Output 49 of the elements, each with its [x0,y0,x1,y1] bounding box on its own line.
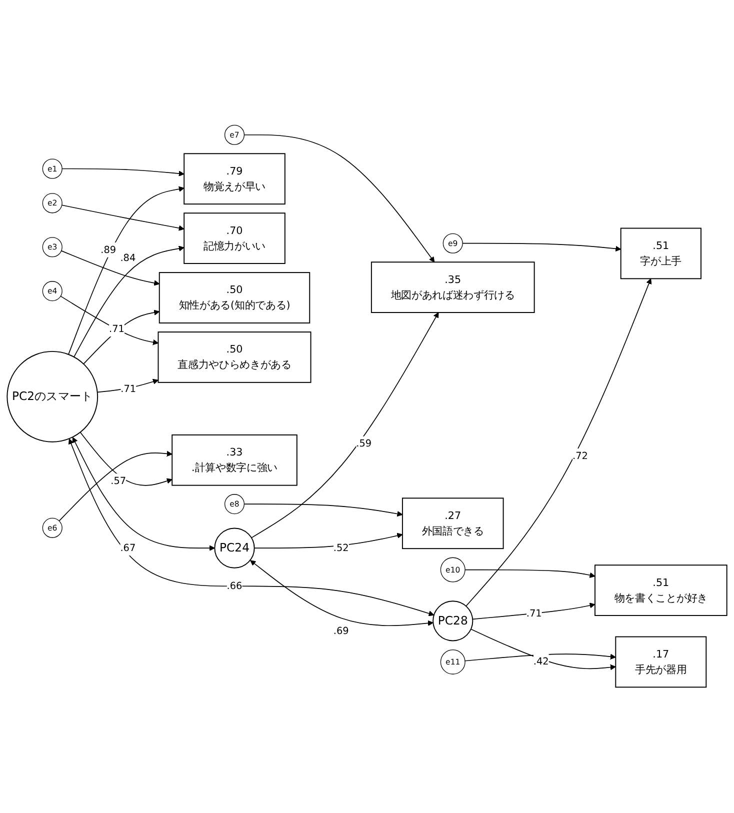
arrow [466,278,652,607]
edge-label: .59 [356,438,372,450]
edge-label: .57 [110,475,126,487]
node-box: .17 手先が器用 [615,636,707,688]
edge-label: .66 [226,580,242,592]
edge-label: .71 [109,323,124,336]
arrow [60,296,158,346]
arrow [254,533,403,549]
edge-label: .84 [120,252,136,264]
node-box: .33 .計算や数字に強い [172,434,298,486]
arrow [74,246,184,358]
node-circle: PC2のスマート [6,351,98,443]
node-box: .79 物覚えが早い [184,153,286,205]
arrow [462,243,622,252]
edge-label: .71 [526,608,542,620]
arrow [80,432,172,486]
node-box: .50 直感力やひらめきがある [158,332,312,384]
node-box: .70 記憶力がいい [184,212,286,264]
node-box: .51 字が上手 [620,228,702,280]
arrow [472,602,596,620]
arrow [470,629,616,670]
arrow [251,312,439,539]
arrow [72,437,215,552]
edge-label: .71 [120,383,136,396]
edge-label: .42 [533,656,549,668]
node-circle: PC28 [432,600,474,642]
arrow [68,186,184,356]
edge-label: .72 [572,450,588,462]
edge-label: .69 [333,625,349,638]
arrow [61,205,184,232]
arrow [464,570,596,578]
arrow [62,168,184,177]
arrow [250,560,434,626]
node-circle: PC24 [214,528,255,569]
arrow [244,134,435,263]
arrow [83,310,160,365]
edge-label: .67 [120,542,136,554]
node-box: .51 物を書くことが好き [594,564,728,616]
arrow [96,379,158,393]
arrow [464,654,616,662]
arrow [68,438,434,617]
arrow [60,250,160,286]
edge-label: .52 [333,542,349,554]
arrow [244,504,403,517]
node-box: .35 地図があれば迷わず行ける [370,262,535,314]
node-box: .27 外国語できる [402,498,504,550]
arrow [58,451,172,522]
edge-label: .89 [100,244,116,256]
node-box: .50 知性がある(知的である) [158,272,310,324]
